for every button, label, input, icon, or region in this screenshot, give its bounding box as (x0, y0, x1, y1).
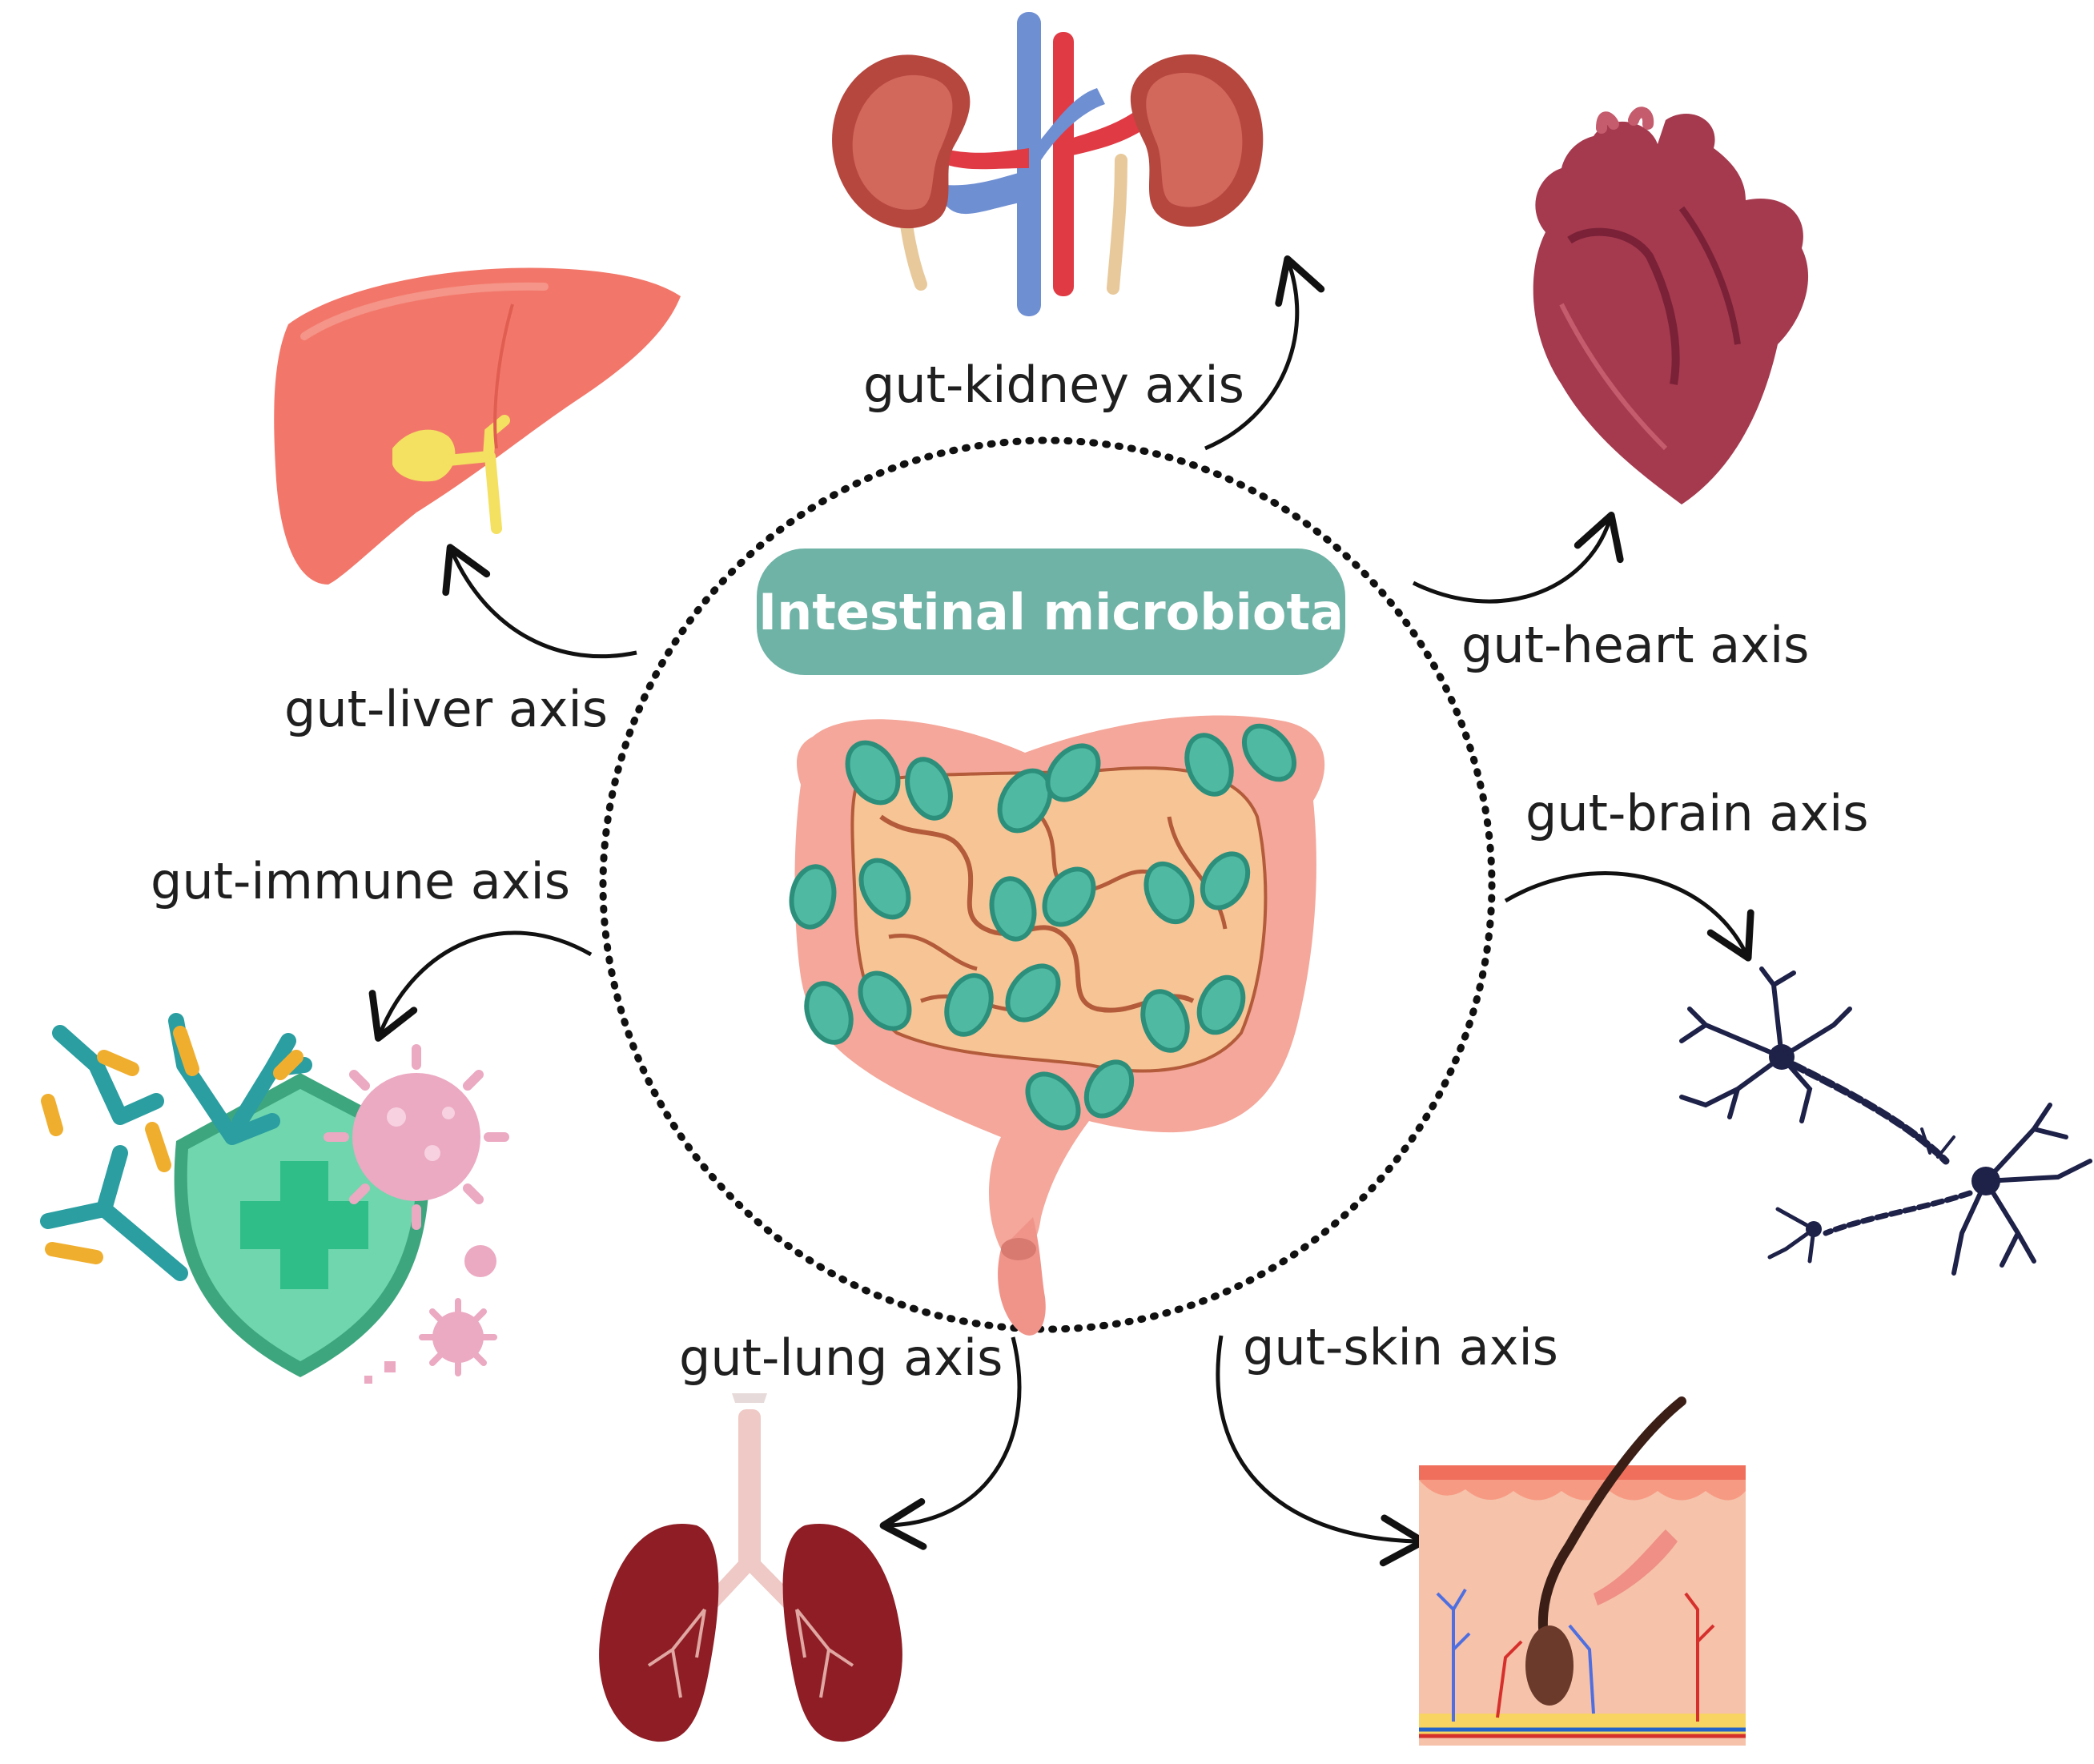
arrow-liver (442, 544, 637, 659)
arrow-heart (1412, 511, 1624, 604)
immune-shield-icon (40, 1013, 509, 1384)
label-gut-kidney-axis: gut-kidney axis (863, 356, 1244, 414)
skin-cross-section-icon (1419, 1396, 1746, 1746)
neurons-icon (1679, 966, 2092, 1276)
arrow-skin (1216, 1335, 1427, 1567)
arrow-lung (879, 1336, 1022, 1550)
label-gut-immune-axis: gut-immune axis (151, 852, 571, 910)
label-gut-skin-axis: gut-skin axis (1243, 1318, 1558, 1376)
arrow-immune (368, 930, 593, 1042)
bacteria-icon (789, 723, 1297, 1131)
arrow-brain (1504, 871, 1754, 962)
microbiota-boundary-circle (599, 436, 1496, 1333)
intestine-icon (794, 715, 1325, 1336)
kidneys-icon (832, 12, 1264, 316)
label-gut-liver-axis: gut-liver axis (284, 680, 609, 738)
label-gut-brain-axis: gut-brain axis (1525, 784, 1869, 842)
lungs-icon (599, 1393, 902, 1742)
label-gut-lung-axis: gut-lung axis (679, 1328, 1003, 1387)
arrow-kidney (1204, 255, 1325, 451)
center-title: Intestinal microbiota (757, 548, 1345, 675)
heart-icon (1533, 106, 1809, 504)
label-gut-heart-axis: gut-heart axis (1461, 616, 1810, 674)
liver-icon (274, 267, 681, 585)
